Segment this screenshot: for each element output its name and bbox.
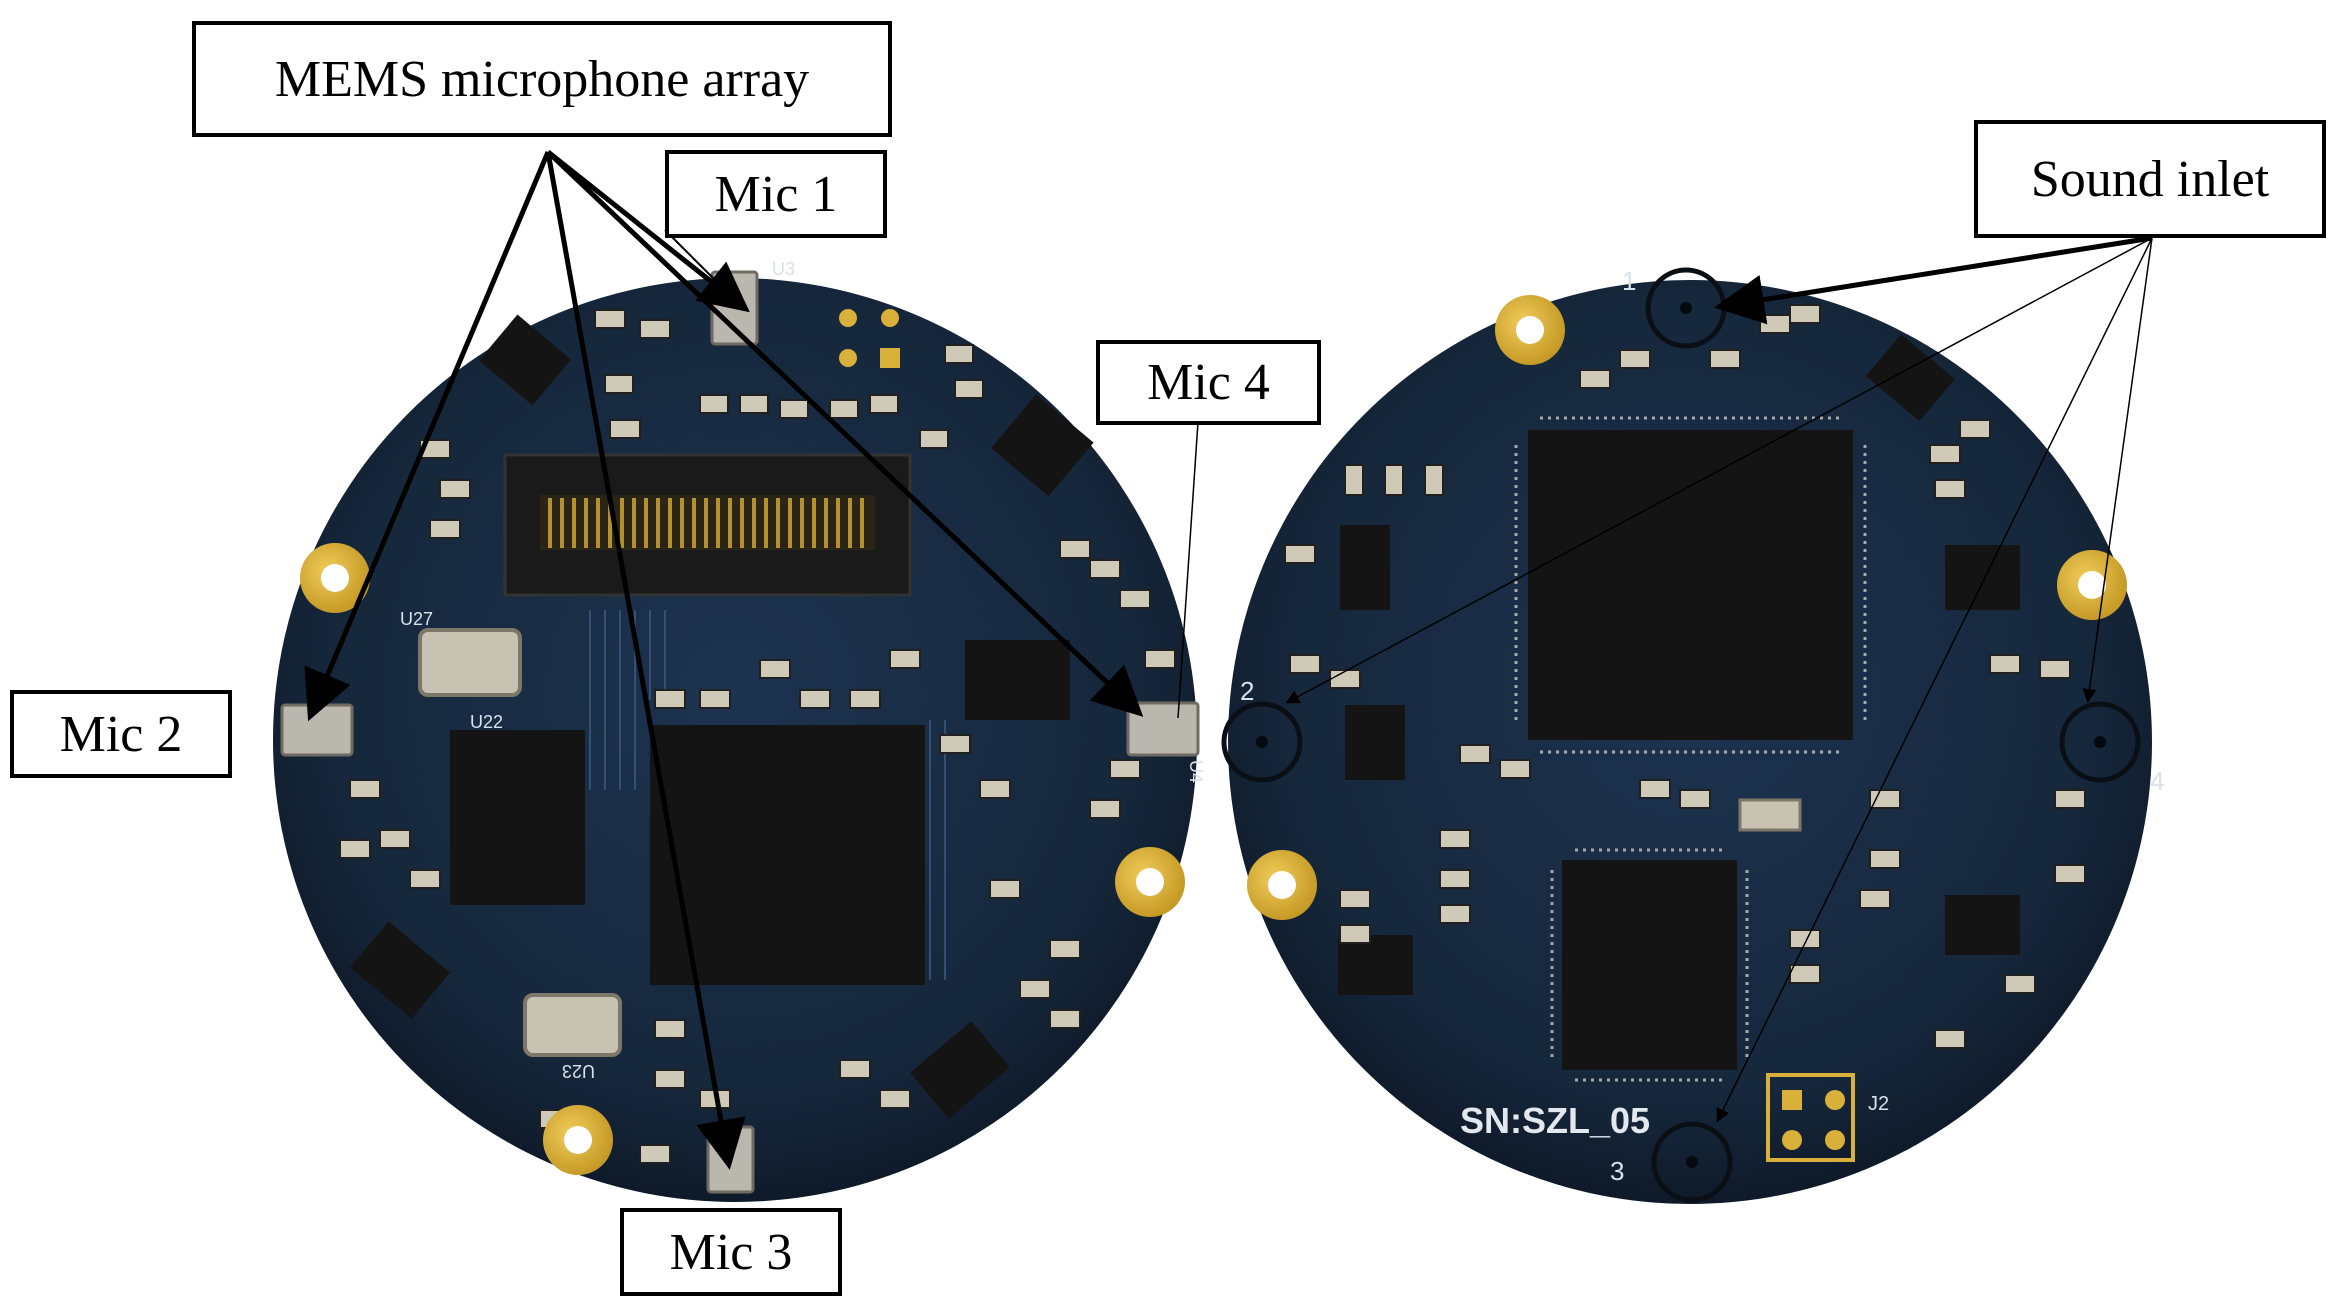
back-board-pcb	[1228, 280, 2152, 1204]
sound-inlets	[1221, 267, 2141, 1203]
mic3-label-text: Mic 3	[669, 1223, 793, 1281]
ic-u22	[450, 730, 585, 905]
crystal-u27	[418, 628, 522, 697]
front-mounting-holes	[300, 543, 1185, 1175]
mic1-label-text: Mic 1	[714, 165, 838, 223]
second-ic-back	[1562, 860, 1737, 1070]
pointer-mic1	[664, 229, 741, 306]
front-board: U22 U27 U23 U3 U4	[273, 259, 1206, 1202]
crystal-u23	[523, 993, 622, 1057]
arrow-mems-mic2	[304, 151, 551, 722]
mic3-label: Mic 3	[620, 1208, 842, 1296]
mic1-label: Mic 1	[665, 150, 887, 238]
inlet-number-1: 1	[1622, 266, 1636, 296]
ic-right	[965, 640, 1070, 720]
mic2-label: Mic 2	[10, 690, 232, 778]
serial-number: SN:SZL_05	[1460, 1100, 1650, 1141]
silk-j2: J2	[1868, 1093, 1889, 1115]
inlet-number-3: 3	[1610, 1156, 1624, 1186]
flex-connector	[503, 453, 912, 597]
sound-inlet-label: Sound inlet	[1974, 120, 2326, 238]
sound-inlet-2	[1221, 701, 1303, 783]
sound-inlet-4	[2059, 701, 2141, 783]
mic4-label-text: Mic 4	[1147, 354, 1270, 411]
arrow-mems-mic4	[546, 150, 1144, 717]
mems-array-label: MEMS microphone array	[192, 21, 892, 137]
arrow-inlet-2	[1285, 237, 2153, 704]
connector-j2: J2	[1766, 1073, 1889, 1162]
main-ic-front	[650, 725, 925, 985]
main-ic-back	[1528, 430, 1853, 740]
silk-u4: U4	[1186, 760, 1206, 783]
back-board: 1 2 3 4 J2 SN:SZL_05	[1221, 266, 2164, 1204]
silk-u23: U23	[562, 1061, 595, 1081]
mic-3-component	[706, 1125, 755, 1194]
inlet-number-2: 2	[1240, 676, 1254, 706]
mic-4-component	[1126, 701, 1200, 757]
inlet-number-4: 4	[2150, 766, 2164, 796]
mic-2-component	[280, 703, 354, 757]
silk-u27: U27	[400, 609, 433, 629]
arrow-inlet-3	[1716, 237, 2153, 1123]
sound-inlet-label-text: Sound inlet	[2030, 150, 2270, 208]
back-mounting-holes	[1247, 295, 2127, 920]
mic2-label-text: Mic 2	[59, 705, 183, 763]
arrow-inlet-4	[2082, 237, 2153, 703]
arrow-mems-mic1	[546, 150, 750, 313]
sound-inlet-3	[1651, 1121, 1733, 1203]
silk-u3: U3	[772, 259, 795, 279]
annotation-arrows	[304, 150, 2153, 1170]
silk-u22: U22	[470, 712, 503, 732]
mic4-label: Mic 4	[1096, 340, 1321, 425]
arrow-mems-mic3	[545, 151, 746, 1170]
arrow-inlet-1	[1714, 235, 2153, 325]
pointer-mic4	[1177, 421, 1199, 719]
mems-array-label-text: MEMS microphone array	[274, 50, 810, 108]
